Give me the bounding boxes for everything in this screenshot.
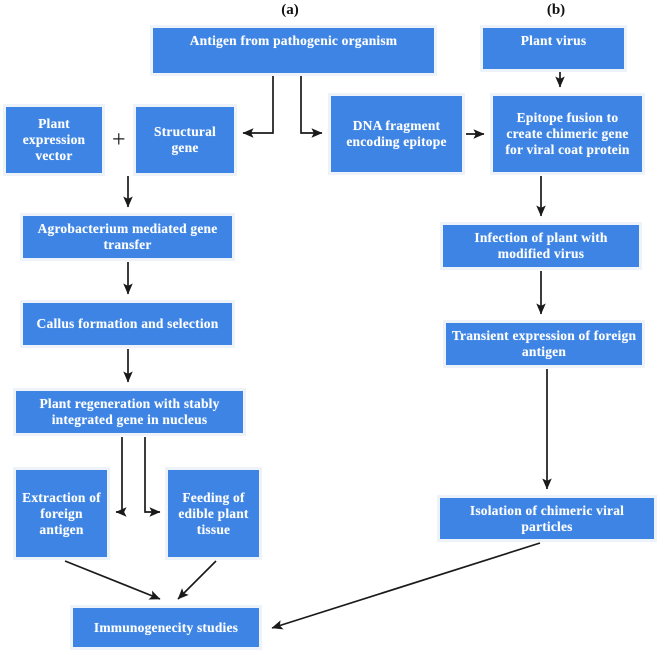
node-antigen-from-pathogenic-organism[interactable]: Antigen from pathogenic organism — [150, 25, 437, 76]
panel-label-a: (a) — [281, 2, 299, 18]
node-epitope-fusion-chimeric-gene[interactable]: Epitope fusion to create chimeric gene f… — [490, 93, 645, 175]
node-infection-of-plant-with-modified-virus[interactable]: Infection of plant with modified virus — [440, 222, 642, 270]
edge-plant-regeneration-to-feeding — [144, 437, 161, 517]
node-isolation-of-chimeric-viral-particles[interactable]: Isolation of chimeric viral particles — [437, 495, 657, 542]
edge-antigen-to-dna-fragment — [300, 76, 323, 138]
edge-extraction-to-immunogenecity — [64, 560, 161, 600]
edge-isolation-to-immunogenecity — [271, 542, 541, 630]
node-immunogenecity-studies[interactable]: Immunogenecity studies — [70, 605, 262, 650]
node-transient-expression-foreign-antigen[interactable]: Transient expression of foreign antigen — [443, 320, 645, 368]
node-plant-regeneration-stably-integrated-gene[interactable]: Plant regeneration with stably integrate… — [13, 388, 246, 436]
node-plant-expression-vector[interactable]: Plant expression vector — [3, 104, 105, 176]
node-feeding-of-edible-plant-tissue[interactable]: Feeding of edible plant tissue — [165, 467, 262, 560]
edge-plant-regeneration-to-extraction — [115, 437, 127, 517]
panel-label-b: (b) — [546, 2, 566, 18]
edge-feeding-to-immunogenecity — [177, 560, 217, 600]
node-structural-gene[interactable]: Structural gene — [133, 104, 237, 176]
node-plant-virus[interactable]: Plant virus — [480, 25, 627, 72]
edge-antigen-to-structural-gene — [242, 76, 274, 138]
node-dna-fragment-encoding-epitope[interactable]: DNA fragment encoding epitope — [328, 93, 465, 175]
node-callus-formation-and-selection[interactable]: Callus formation and selection — [20, 300, 235, 348]
node-extraction-of-foreign-antigen[interactable]: Extraction of foreign antigen — [13, 467, 110, 560]
node-agrobacterium-mediated-gene-transfer[interactable]: Agrobacterium mediated gene transfer — [20, 213, 235, 261]
plus-operator-icon: + — [112, 127, 126, 153]
